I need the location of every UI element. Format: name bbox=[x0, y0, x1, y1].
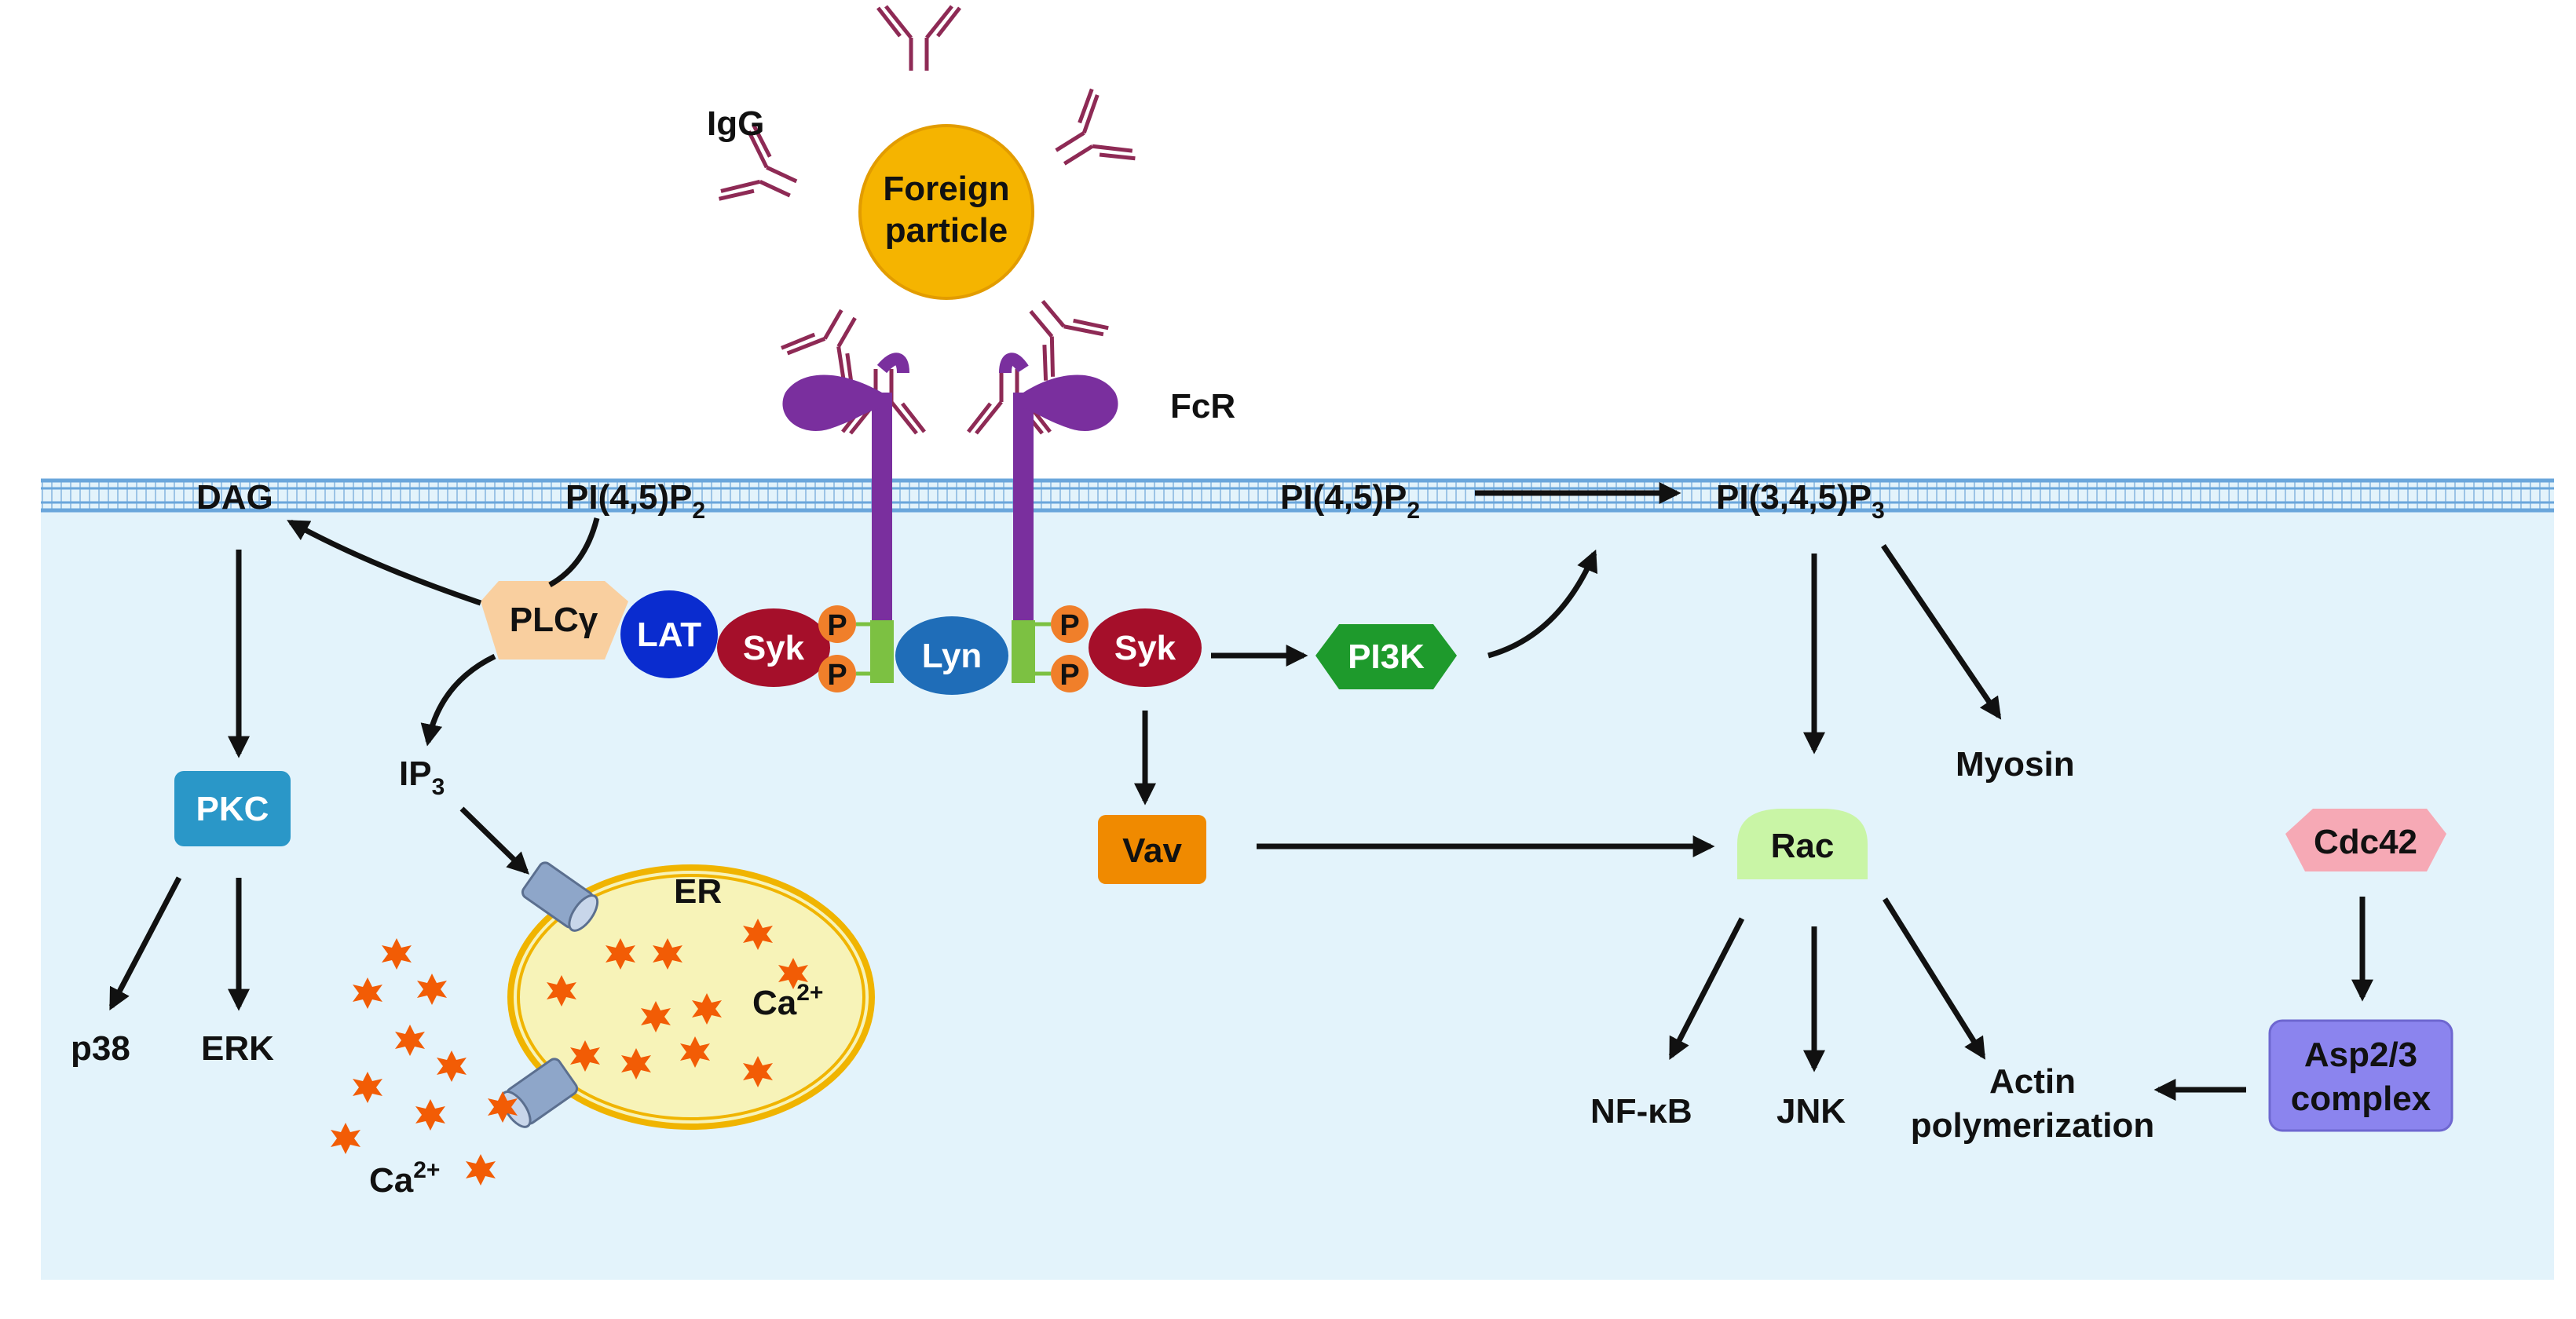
actin-label-2: polymerization bbox=[1911, 1106, 2155, 1145]
lat-node bbox=[620, 590, 718, 678]
nfkb-label: NF-κB bbox=[1590, 1092, 1692, 1131]
lyn-node bbox=[895, 616, 1008, 695]
pkc-node bbox=[174, 771, 291, 846]
foreign-particle-label-1: Foreign bbox=[883, 170, 1009, 208]
actin-label-1: Actin bbox=[1989, 1062, 2076, 1101]
rac-label: Rac bbox=[1771, 827, 1835, 865]
phospho-left-top: P bbox=[827, 609, 847, 642]
cell-membrane bbox=[41, 478, 2554, 513]
arrow-pip2-plcg bbox=[548, 517, 600, 588]
dag-label: DAG bbox=[196, 478, 273, 517]
pip3-label: PI(3,4,5)P3 bbox=[1716, 478, 1885, 524]
arrow-pi3k-pip3 bbox=[1487, 549, 1598, 659]
syk-right-node bbox=[1089, 608, 1202, 687]
cdc42-node bbox=[2285, 809, 2446, 871]
vav-node bbox=[1098, 815, 1206, 884]
fcr-anchor-right bbox=[1012, 620, 1035, 683]
arrow-rac-actin bbox=[1883, 897, 1985, 1060]
pkc-label: PKC bbox=[196, 790, 269, 828]
myosin-label: Myosin bbox=[1956, 745, 2075, 784]
arp-complex-label-2: complex bbox=[2291, 1080, 2431, 1118]
plcg-label: PLCγ bbox=[510, 601, 598, 639]
p38-label: p38 bbox=[71, 1029, 130, 1068]
arrow-pip3-myosin bbox=[1881, 544, 2002, 720]
phospho-right-top: P bbox=[1059, 609, 1079, 642]
igg-label: IgG bbox=[707, 104, 764, 143]
ca-cytosol-label: Ca2+ bbox=[369, 1157, 440, 1200]
rac-node bbox=[1737, 809, 1868, 879]
foreign-particle bbox=[858, 124, 1034, 300]
fcr-label: FcR bbox=[1170, 387, 1235, 426]
arrow-ip3-channel bbox=[459, 806, 530, 875]
arp-complex-node bbox=[2268, 1019, 2453, 1132]
vav-label: Vav bbox=[1122, 831, 1182, 870]
fcr-receptor-left bbox=[782, 353, 909, 628]
fcr-anchor-left bbox=[870, 620, 894, 683]
arrow-rac-nfkb bbox=[1668, 917, 1745, 1060]
syk-left-label: Syk bbox=[743, 629, 805, 667]
arrow-plcg-dag bbox=[287, 519, 482, 606]
cdc42-label: Cdc42 bbox=[2314, 823, 2417, 861]
pip2-right-label: PI(4,5)P2 bbox=[1280, 478, 1420, 524]
phospho-right-bottom: P bbox=[1059, 659, 1079, 692]
fcr-receptor-right bbox=[999, 353, 1118, 628]
phospho-right: P P bbox=[1035, 605, 1089, 692]
arrow-pkc-p38 bbox=[108, 876, 182, 1010]
arp-complex-label-1: Asp2/3 bbox=[2304, 1036, 2417, 1074]
er-label: ER bbox=[674, 872, 722, 911]
lat-label: LAT bbox=[637, 616, 701, 654]
ip3-receptor-channel-top bbox=[521, 861, 599, 932]
cytoplasm bbox=[41, 479, 2554, 1280]
foreign-particle-label-2: particle bbox=[885, 211, 1008, 250]
jnk-label: JNK bbox=[1776, 1092, 1846, 1131]
ca-er-label: Ca2+ bbox=[752, 980, 823, 1022]
ip3-label: IP3 bbox=[399, 754, 445, 800]
pip2-left-label: PI(4,5)P2 bbox=[565, 478, 705, 524]
lyn-label: Lyn bbox=[922, 637, 982, 675]
phospho-left-bottom: P bbox=[827, 659, 847, 692]
plcg-node bbox=[481, 581, 628, 660]
phospho-left: P P bbox=[818, 605, 872, 692]
arrow-plcg-ip3 bbox=[420, 653, 496, 747]
pathway-arrows bbox=[108, 482, 2373, 1101]
erk-label: ERK bbox=[201, 1029, 274, 1068]
syk-left-node bbox=[717, 608, 830, 687]
pi3k-label: PI3K bbox=[1348, 638, 1425, 676]
endoplasmic-reticulum bbox=[507, 864, 875, 1130]
syk-right-label: Syk bbox=[1114, 629, 1176, 667]
pi3k-node bbox=[1315, 624, 1457, 689]
